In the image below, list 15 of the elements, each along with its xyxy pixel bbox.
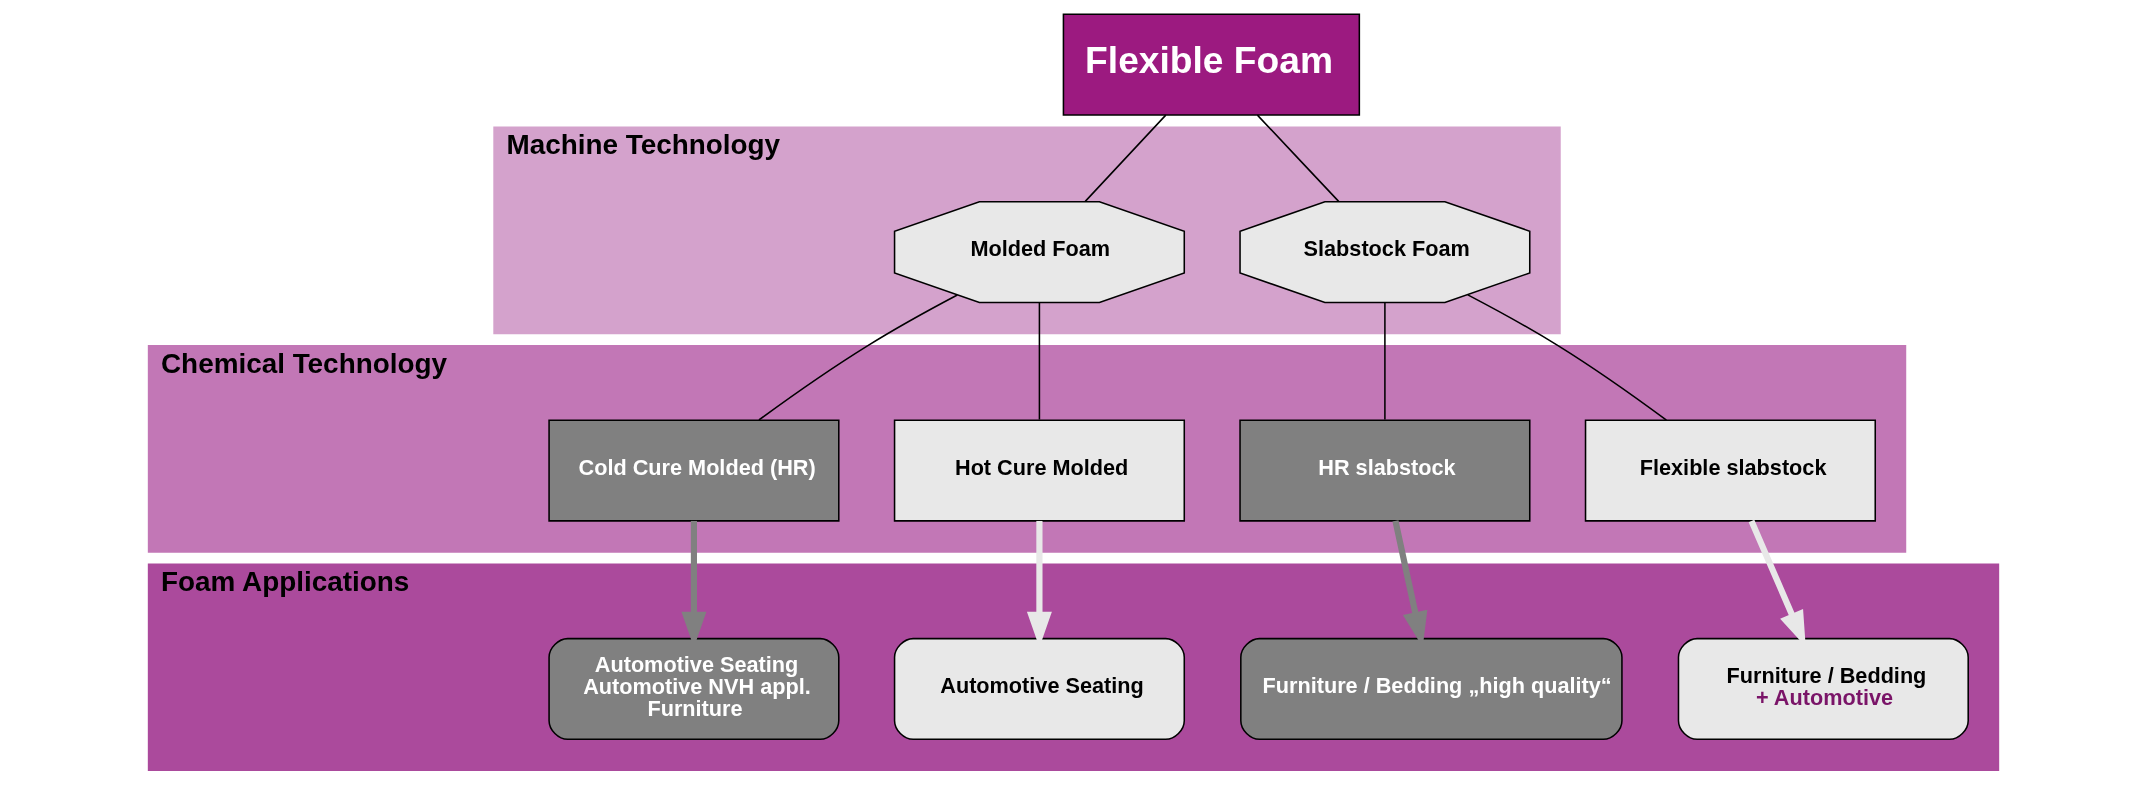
connector bbox=[1384, 301, 1386, 421]
connector bbox=[1467, 294, 1668, 421]
connector bbox=[1256, 114, 1340, 203]
connector bbox=[1038, 301, 1041, 421]
node-box: Flexible Foam bbox=[1062, 13, 1361, 116]
node-box: Flexible slabstock bbox=[1584, 419, 1876, 522]
node-box: Automotive Seating bbox=[893, 637, 1186, 741]
node-box: Cold Cure Molded (HR) bbox=[548, 419, 840, 522]
connector bbox=[758, 294, 959, 421]
node-box: Furniture / Bedding „high quality“ bbox=[1240, 637, 1623, 741]
connector bbox=[1084, 114, 1167, 203]
node-box: Hot Cure Molded bbox=[893, 419, 1186, 522]
node-box: Automotive Seating Automotive NVH appl. Furniture bbox=[548, 637, 840, 741]
node-box: Furniture / Bedding + Automotive bbox=[1677, 637, 1969, 741]
node-box: HR slabstock bbox=[1239, 419, 1531, 522]
